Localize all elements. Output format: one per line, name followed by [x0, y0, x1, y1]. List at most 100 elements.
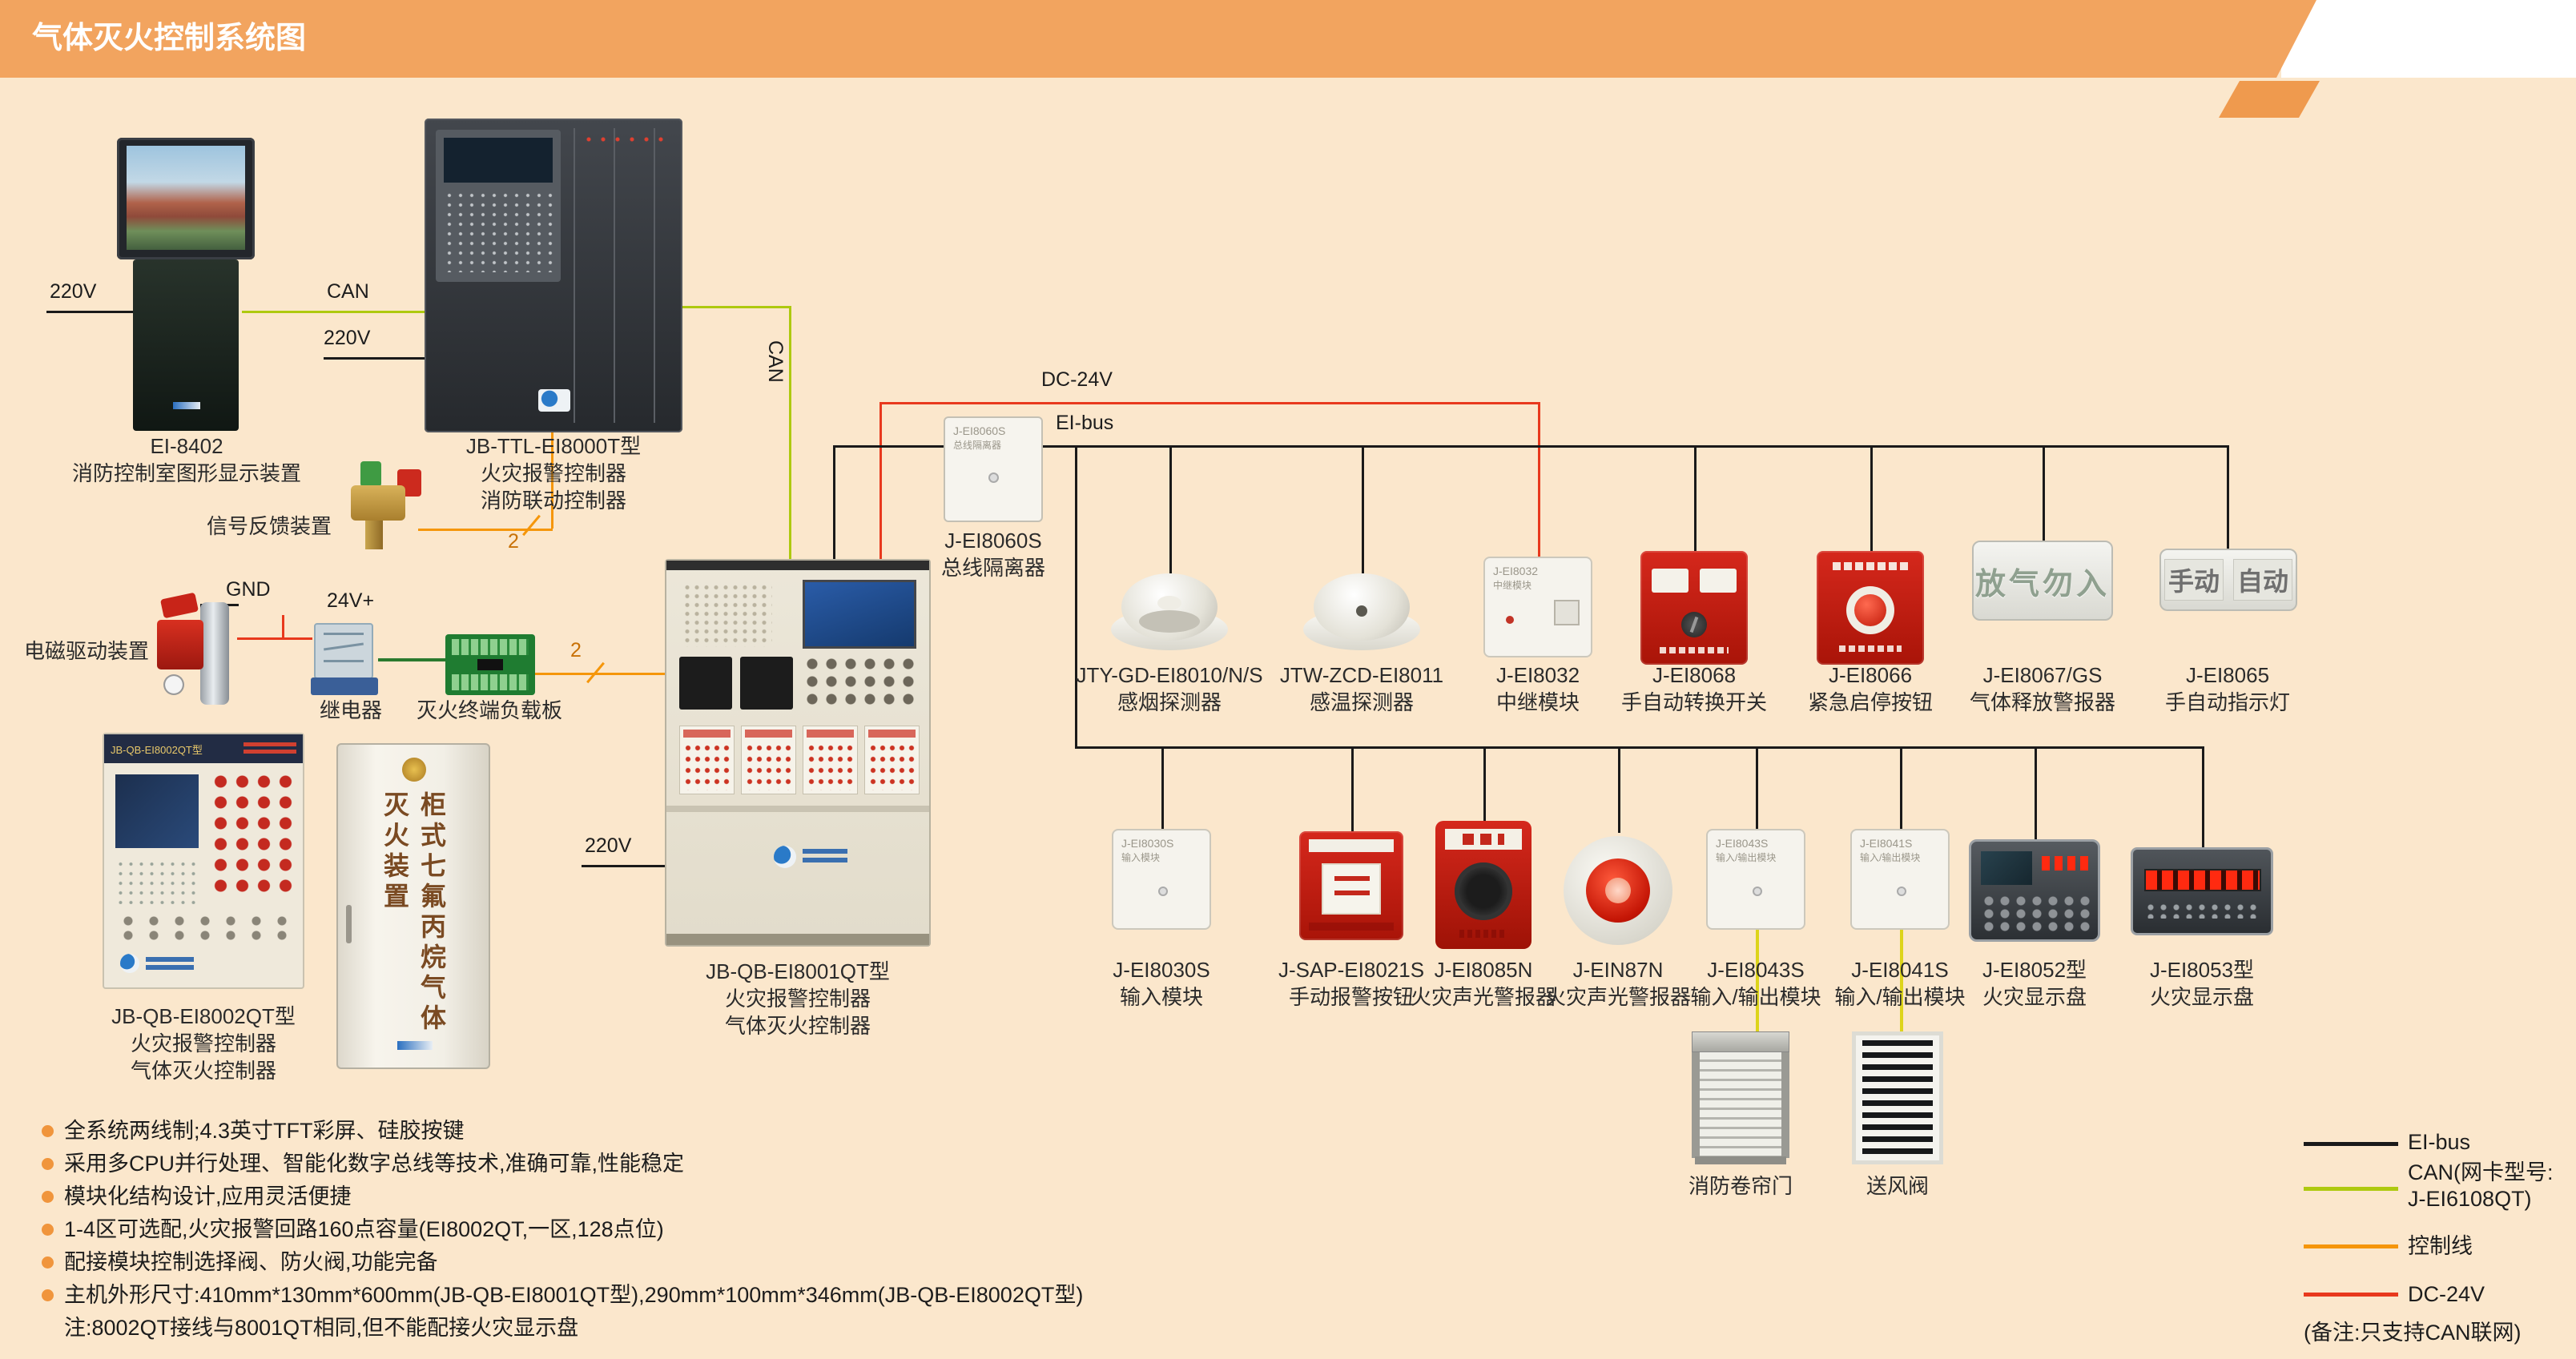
- ei8066-text-strip: [1839, 645, 1902, 652]
- detector-center: [1157, 596, 1181, 610]
- ei8001qt-display-window: [740, 657, 793, 710]
- device-ei8052: [1969, 839, 2100, 942]
- ei8068-text-strip: [1660, 647, 1729, 653]
- caption-line: J-EI8060S: [944, 529, 1042, 553]
- ei8002qt-logo: [120, 954, 139, 973]
- ei8068-window-right: [1700, 569, 1737, 593]
- ei8001qt-mid-strip: [666, 806, 929, 812]
- caption-line: 灭火终端负载板: [416, 698, 563, 722]
- caption-ei8002qt: JB-QB-EI8002QT型 火灾报警控制器 气体灭火控制器: [111, 1003, 296, 1084]
- legend-label-dc24v: DC-24V: [2408, 1282, 2485, 1306]
- caption-line: 气体灭火控制器: [130, 1059, 276, 1083]
- caption-line: J-EI8085N: [1434, 958, 1533, 982]
- caption-line: J-EI8030S: [1113, 958, 1210, 982]
- device-heat-detector: [1302, 559, 1422, 653]
- page-title: 气体灭火控制系统图: [32, 22, 307, 55]
- ei8032-led: [1506, 616, 1514, 624]
- ei8030s-model-text: J-EI8030S: [1121, 837, 1174, 850]
- wire-row2-drop-ein87n: [1618, 746, 1620, 833]
- caption-load-board: 灭火终端负载板: [417, 697, 562, 724]
- feature-text: 主机外形尺寸:410mm*130mm*600mm(JB-QB-EI8001QT型…: [64, 1283, 1084, 1307]
- ei8066-text-strip: [1833, 562, 1908, 570]
- device-ei8043s: J-EI8043S 输入/输出模块: [1706, 829, 1805, 930]
- feature-text: 1-4区可选配,火灾报警回路160点容量(EI8002QT,一区,128点位): [64, 1217, 664, 1241]
- caption-line: 输入模块: [1119, 985, 1203, 1009]
- caption-solenoid: 电磁驱动装置: [24, 637, 149, 665]
- caption-line: J-EI8053型: [2149, 958, 2255, 982]
- caption-line: 火灾报警控制器: [724, 987, 871, 1011]
- ei8060s-type-text: 总线隔离器: [953, 440, 1002, 451]
- caption-ei8402: EI-8402 消防控制室图形显示装置: [72, 432, 301, 487]
- ei8068-keyswitch: [1681, 612, 1707, 637]
- ei8067-sign-text: 放气勿入: [1974, 567, 2110, 601]
- device-signal-feedback: [351, 461, 425, 551]
- shutter-header-box: [1692, 1031, 1789, 1052]
- bullet-icon: [42, 1256, 54, 1269]
- relay-coil: [324, 633, 364, 635]
- caption-line: 火灾声光警报器: [1410, 985, 1557, 1009]
- ei8000t-door-seam: [614, 128, 615, 423]
- ei8043s-model-text: J-EI8043S: [1716, 837, 1769, 850]
- ei8021s-glass: [1322, 863, 1381, 915]
- legend-can-line2: J-EI6108QT): [2408, 1187, 2532, 1211]
- legend-line-control: [2304, 1244, 2398, 1248]
- wire-eibus-row2: [1075, 746, 2203, 749]
- caption-line: 手动报警按钮: [1288, 985, 1414, 1009]
- feedback-connector: [360, 461, 381, 487]
- wire-220v-8001qt: [582, 865, 666, 867]
- wire-eibus-drop-ei8066: [1870, 445, 1873, 551]
- ei8402-screen: [127, 146, 245, 250]
- wire-row2-drop-ei8085n: [1483, 746, 1486, 821]
- caption-line: 感温探测器: [1309, 690, 1414, 714]
- caption-ei8041s: J-EI8041S 输入/输出模块: [1834, 956, 1965, 1011]
- footnote-text: 注:8002QT接线与8001QT相同,但不能配接火灾显示盘: [64, 1316, 579, 1340]
- ei8065-sign-manual: 手动: [2163, 559, 2224, 601]
- ei8002qt-header: JB-QB-EI8002QT型: [104, 734, 303, 763]
- caption-line: 火灾显示盘: [1982, 985, 2087, 1009]
- caption-line: JTY-GD-EI8010/N/S: [1076, 663, 1263, 687]
- device-air-valve: [1852, 1031, 1943, 1164]
- caption-air-valve: 送风阀: [1866, 1172, 1929, 1200]
- device-ei8000t: [425, 119, 682, 432]
- caption-ei8043s: J-EI8043S 输入/输出模块: [1690, 956, 1821, 1011]
- features-list: 全系统两线制;4.3英寸TFT彩屏、硅胶按键 采用多CPU并行处理、智能化数字总…: [42, 1115, 1083, 1345]
- device-ei8065-sign: 手动 自动: [2159, 549, 2297, 611]
- wire-row2-drop-ei8041s: [1900, 746, 1902, 829]
- caption-line: J-EI8066: [1828, 663, 1913, 687]
- zone-panel: [803, 726, 858, 794]
- ei8001qt-top-strip: [666, 561, 929, 570]
- label-gnd: GND: [226, 578, 271, 601]
- zone-panel: [679, 726, 735, 794]
- wire-eibus-drop-ei8068: [1694, 445, 1697, 551]
- ei8030s-led: [1158, 887, 1168, 896]
- caption-ei8030s: J-EI8030S 输入模块: [1113, 956, 1210, 1011]
- caption-line: 消防联动控制器: [480, 489, 627, 513]
- ei8000t-led-row: [582, 136, 670, 143]
- feature-item: 采用多CPU并行处理、智能化数字总线等技术,准确可靠,性能稳定: [42, 1148, 1083, 1180]
- shutter-rail-right: [1781, 1052, 1789, 1158]
- device-ei8402: [117, 138, 255, 431]
- wire-control-drop-airvalve: [1900, 930, 1903, 1031]
- legend-note: (备注:只支持CAN联网): [2304, 1321, 2522, 1345]
- ei8068-window-left: [1652, 569, 1688, 593]
- feature-text: 采用多CPU并行处理、智能化数字总线等技术,准确可靠,性能稳定: [64, 1152, 685, 1176]
- label-eibus: EI-bus: [1056, 412, 1114, 434]
- feature-footnote: 注:8002QT接线与8001QT相同,但不能配接火灾显示盘: [42, 1312, 1083, 1345]
- ei8002qt-screen: [115, 774, 199, 848]
- wire-eibus-drop-heat: [1362, 445, 1364, 573]
- zone-panel: [741, 726, 796, 794]
- legend-label-eibus: EI-bus: [2408, 1130, 2471, 1154]
- ei8021s-glyph: [1334, 891, 1370, 895]
- bullet-icon: [42, 1125, 54, 1137]
- feature-item: 模块化结构设计,应用灵活便捷: [42, 1180, 1083, 1213]
- device-ei8068: [1640, 551, 1748, 665]
- wire-eibus-drop-ei8065: [2227, 445, 2229, 549]
- caption-line: J-EI8041S: [1851, 958, 1949, 982]
- detector-thermistor: [1356, 605, 1367, 617]
- ei8030s-type-text: 输入模块: [1121, 852, 1161, 863]
- zone-label-strip: [807, 730, 854, 738]
- ei8085n-label-strip: [1445, 829, 1522, 850]
- device-ei8066: [1817, 551, 1924, 665]
- feature-item: 全系统两线制;4.3英寸TFT彩屏、硅胶按键: [42, 1115, 1083, 1148]
- ei8001qt-speaker-grid: [682, 583, 772, 647]
